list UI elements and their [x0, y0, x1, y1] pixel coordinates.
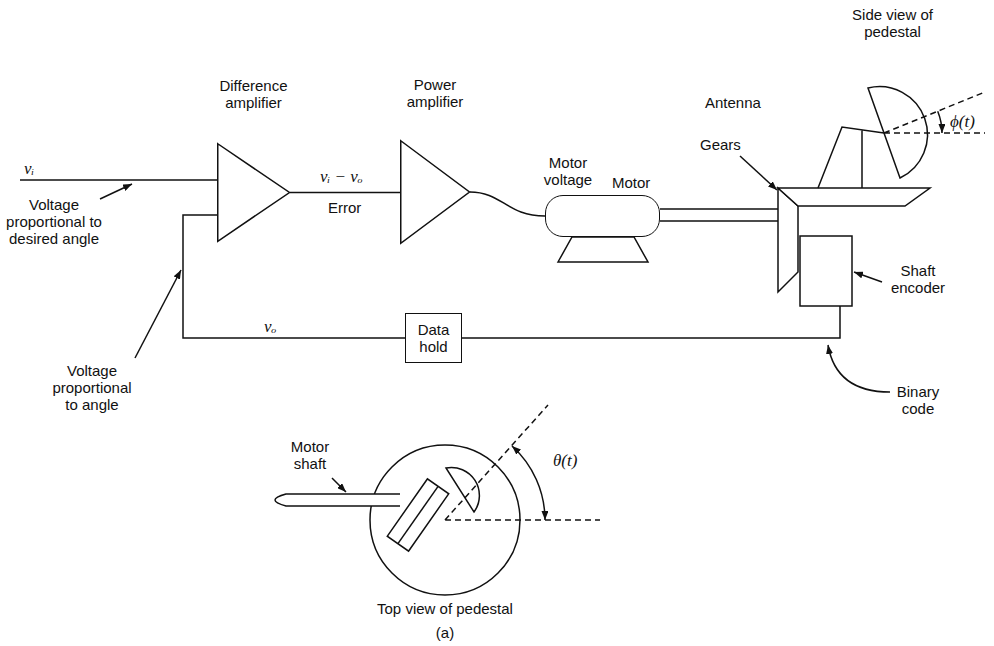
figure-label: (a): [425, 624, 465, 641]
leader-line: [100, 184, 132, 199]
angle-arc: [938, 111, 942, 133]
part-name: Motor shaft: [282, 438, 338, 472]
gear-rectangle: [387, 479, 448, 551]
annotation: Voltage proportional to desired angle: [6, 196, 102, 247]
input-wire: [20, 179, 217, 181]
amplifier-triangle: [217, 143, 290, 242]
signal-wire: [183, 215, 405, 338]
leader-line: [135, 270, 181, 358]
signal-wire: [470, 192, 545, 216]
motor-base: [558, 237, 648, 262]
data-hold-box: Data hold: [405, 313, 462, 363]
reference-line: [884, 92, 985, 133]
node-heading: Difference amplifier: [206, 77, 301, 111]
leader-line: [740, 156, 777, 190]
dish-top-view: [446, 467, 479, 512]
angle-symbol: ϕ(t): [950, 113, 975, 130]
annotation: Binary code: [888, 383, 948, 417]
leader-line: [828, 345, 890, 392]
leader-line: [332, 478, 346, 492]
motor-shaft: [660, 209, 778, 221]
triangle-outline: [401, 141, 470, 244]
wire-label: Motor voltage: [535, 154, 601, 188]
gear-stripe: [398, 486, 438, 543]
leader-line: [854, 272, 882, 282]
gear-top-view: [387, 479, 448, 551]
shaft-rod: [275, 494, 400, 506]
angle-symbol: θ(t): [553, 452, 577, 469]
pedestal-post: [818, 127, 884, 188]
node-heading: Motor: [612, 174, 650, 191]
signal-wire: [290, 192, 400, 194]
power-amplifier: Power amplifier: [400, 140, 470, 244]
annotation: Voltage proportional to angle: [46, 362, 138, 413]
triangle-outline: [218, 144, 290, 242]
view-title: Side view of pedestal: [845, 6, 940, 40]
shaft-encoder-box: [800, 236, 852, 306]
node-label: Data hold: [410, 321, 457, 355]
node-heading: Power amplifier: [397, 76, 473, 110]
difference-amplifier: Difference amplifier: [217, 143, 290, 242]
motor: Motor: [545, 195, 660, 237]
encoder-wire: [460, 306, 840, 338]
part-name: Gears: [700, 136, 741, 153]
view-title: Top view of pedestal: [365, 600, 525, 617]
amplifier-triangle: [400, 140, 470, 244]
angle-arc: [512, 446, 545, 520]
annotation: Error: [328, 199, 361, 216]
reference-line: [445, 405, 600, 520]
part-name: Antenna: [705, 94, 761, 111]
wire-label: vᵢ − vₒ: [318, 168, 365, 185]
horizontal-gear: [778, 188, 930, 206]
wire-label: vₒ: [262, 318, 278, 335]
signal-name: vᵢ: [24, 160, 34, 177]
part-name: Shaft encoder: [885, 262, 951, 296]
